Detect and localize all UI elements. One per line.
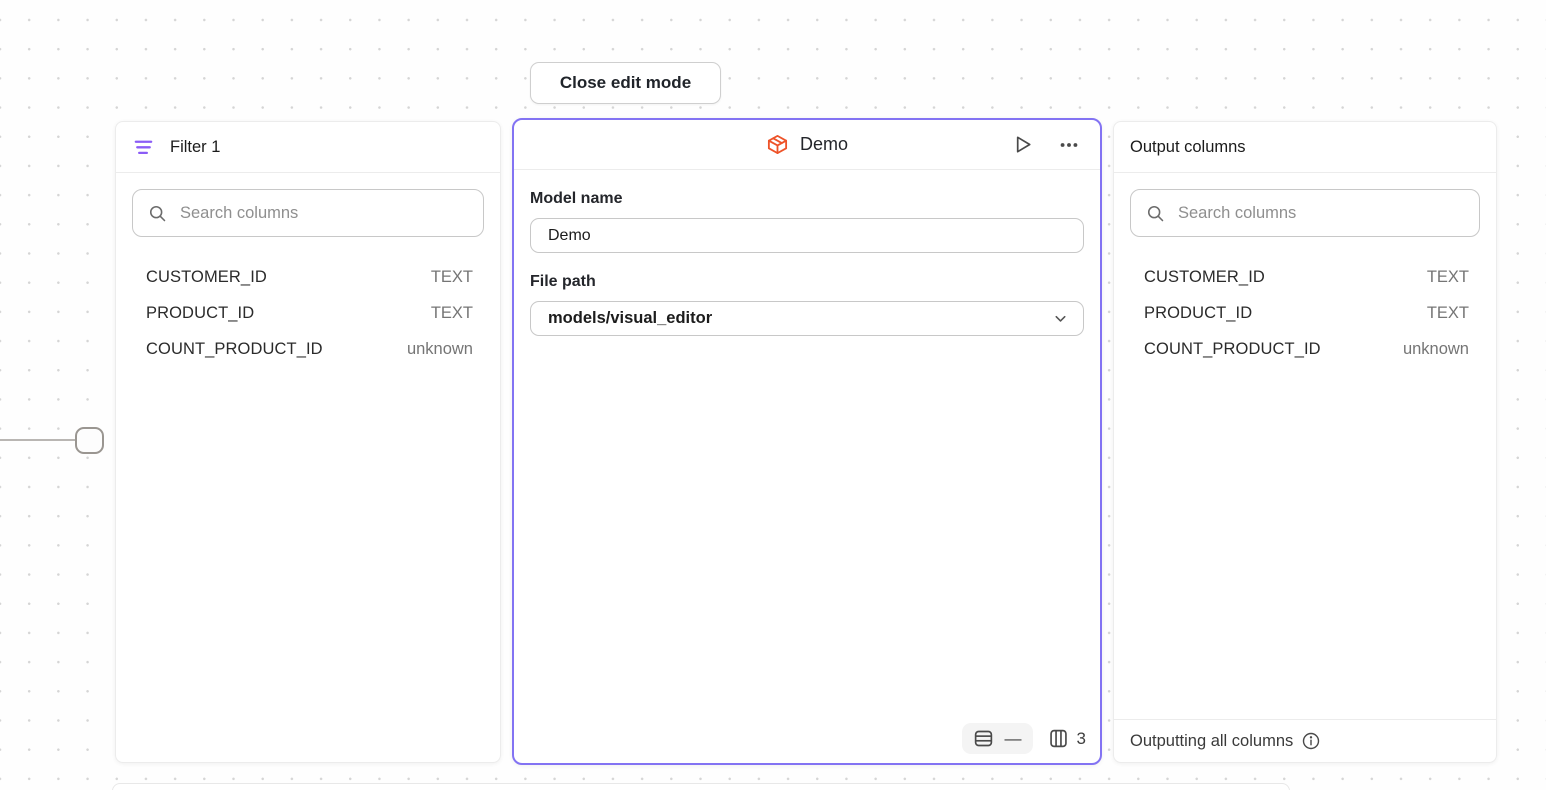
more-options-button[interactable] <box>1056 132 1082 158</box>
column-row[interactable]: COUNT_PRODUCT_ID unknown <box>1114 331 1496 367</box>
column-count-stat: 3 <box>1048 728 1086 749</box>
output-search-box <box>1130 189 1480 237</box>
filter-column-list: CUSTOMER_ID TEXT PRODUCT_ID TEXT COUNT_P… <box>116 253 500 373</box>
magnifier-icon <box>147 203 168 224</box>
output-columns-panel: Output columns CUSTOMER_ID TEXT PRODUCT_… <box>1113 121 1497 763</box>
output-footer-text: Outputting all columns <box>1130 731 1294 750</box>
column-row[interactable]: CUSTOMER_ID TEXT <box>116 259 500 295</box>
column-type: TEXT <box>430 267 473 286</box>
table-columns-icon <box>1048 728 1069 749</box>
model-node-header[interactable]: Demo <box>514 120 1100 170</box>
column-row[interactable]: PRODUCT_ID TEXT <box>1114 295 1496 331</box>
chevron-down-icon <box>1052 310 1069 327</box>
model-name-label: Model name <box>530 190 623 207</box>
magnifier-icon <box>1145 203 1166 224</box>
bottom-panel-edge <box>112 783 1290 790</box>
column-type: TEXT <box>1426 303 1469 322</box>
model-node-panel[interactable]: Demo Model name File path <box>512 118 1102 765</box>
filter-lines-icon <box>132 136 155 159</box>
node-connection-handle[interactable] <box>75 427 104 454</box>
file-path-select[interactable]: models/visual_editor <box>530 301 1084 336</box>
column-row[interactable]: CUSTOMER_ID TEXT <box>1114 259 1496 295</box>
column-name: CUSTOMER_ID <box>1144 267 1265 286</box>
ellipsis-icon <box>1058 134 1080 156</box>
column-row[interactable]: PRODUCT_ID TEXT <box>116 295 500 331</box>
play-icon <box>1011 133 1034 156</box>
column-name: COUNT_PRODUCT_ID <box>1144 339 1321 358</box>
output-columns-footer: Outputting all columns <box>1114 719 1496 762</box>
row-count-value: — <box>1004 728 1022 748</box>
table-rows-icon <box>973 728 994 749</box>
output-search-input[interactable] <box>1178 203 1465 223</box>
column-name: CUSTOMER_ID <box>146 267 267 286</box>
model-node-stats: — 3 <box>961 723 1086 754</box>
model-node-body: Model name File path models/visual_edito… <box>514 170 1100 352</box>
edge-connector-line <box>0 439 78 441</box>
column-name: PRODUCT_ID <box>1144 303 1253 322</box>
output-column-list: CUSTOMER_ID TEXT PRODUCT_ID TEXT COUNT_P… <box>1114 253 1496 373</box>
model-name-input[interactable] <box>530 218 1084 253</box>
filter-node-panel[interactable]: Filter 1 CUSTOMER_ID TEXT PRODUCT_ID TEX… <box>115 121 501 763</box>
file-path-label: File path <box>530 273 596 290</box>
model-node-title: Demo <box>799 134 848 154</box>
column-row[interactable]: COUNT_PRODUCT_ID unknown <box>116 331 500 367</box>
column-name: PRODUCT_ID <box>146 303 255 322</box>
output-columns-title: Output columns <box>1130 137 1246 156</box>
column-type: unknown <box>1402 339 1469 358</box>
filter-search-box <box>132 189 484 237</box>
row-count-stat[interactable]: — <box>961 723 1033 754</box>
output-columns-header: Output columns <box>1114 122 1496 173</box>
column-name: COUNT_PRODUCT_ID <box>146 339 323 358</box>
run-model-button[interactable] <box>1009 131 1036 158</box>
close-edit-mode-button[interactable]: Close edit mode <box>530 62 721 104</box>
info-circle-icon[interactable] <box>1301 731 1321 751</box>
filter-node-header[interactable]: Filter 1 <box>116 122 500 173</box>
filter-search-input[interactable] <box>180 203 469 223</box>
cube-icon <box>766 133 789 156</box>
column-type: TEXT <box>430 303 473 322</box>
filter-node-title: Filter 1 <box>170 137 221 156</box>
column-type: unknown <box>406 339 473 358</box>
file-path-value: models/visual_editor <box>548 309 713 327</box>
column-type: TEXT <box>1426 267 1469 286</box>
column-count-value: 3 <box>1076 728 1086 748</box>
